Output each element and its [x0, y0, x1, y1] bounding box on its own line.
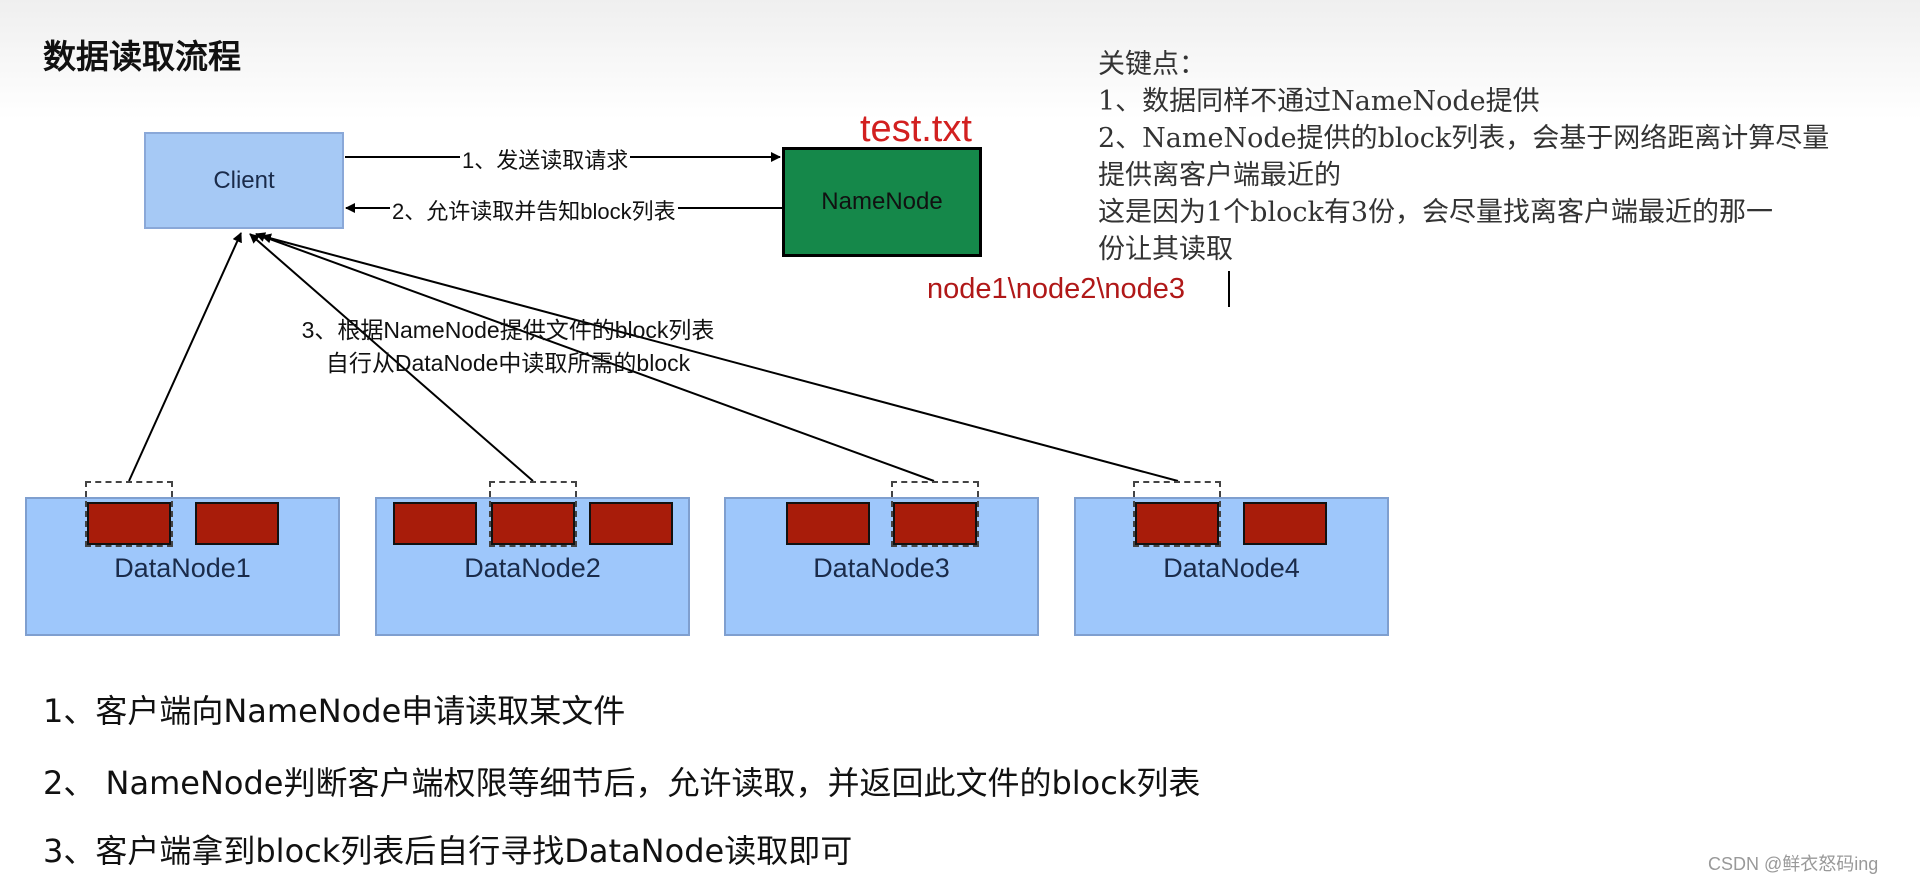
selected-block-outline [85, 481, 173, 547]
datanode1-box [25, 497, 340, 636]
arrow3-label-line1: 3、根据NameNode提供文件的block列表 [301, 317, 715, 343]
datanode3-label: DataNode3 [813, 553, 950, 583]
step-1: 1、客户端向NameNode申请读取某文件 [43, 692, 626, 730]
namenode-box: NameNode [782, 147, 982, 257]
key-point-line: 这是因为1个block有3份，会尽量找离客户端最近的那一 [1098, 197, 1774, 228]
block [786, 502, 870, 545]
arrow-datanode4 [261, 233, 1179, 482]
client-box: Client [144, 132, 344, 229]
block [1135, 502, 1219, 545]
key-point-line: 1、数据同样不通过NameNode提供 [1098, 86, 1540, 117]
block [195, 502, 279, 545]
page-title: 数据读取流程 [43, 37, 241, 76]
arrow-datanode3 [255, 232, 935, 482]
selected-block-outline [1133, 481, 1221, 547]
datanode3-box [724, 497, 1039, 636]
datanode4-box [1074, 497, 1389, 636]
selected-block-outline [489, 481, 577, 547]
datanode2-label: DataNode2 [464, 553, 601, 583]
arrow-datanode1 [128, 232, 242, 482]
text-cursor [1228, 271, 1230, 307]
key-points-heading: 关键点： [1098, 49, 1206, 80]
nodes-annotation: node1\node2\node3 [927, 273, 1186, 305]
arrow3-label: 3、根据NameNode提供文件的block列表 自行从DataNode中读取所… [268, 314, 748, 380]
watermark: CSDN @鲜衣怒码ing [1708, 854, 1879, 874]
arrow2-label: 2、允许读取并告知block列表 [390, 194, 678, 226]
arrow3-label-line2: 自行从DataNode中读取所需的block [325, 350, 691, 376]
block [491, 502, 575, 545]
key-point-line: 提供离客户端最近的 [1098, 160, 1341, 191]
block [893, 502, 977, 545]
key-point-line: 份让其读取 [1098, 234, 1233, 265]
block [393, 502, 477, 545]
datanode4-label: DataNode4 [1163, 553, 1300, 583]
step-3: 3、客户端拿到block列表后自行寻找DataNode读取即可 [43, 832, 853, 870]
block [589, 502, 673, 545]
background [0, 0, 1920, 120]
block [87, 502, 171, 545]
arrow-datanode2 [249, 233, 534, 482]
key-points: 关键点： 1、数据同样不通过NameNode提供 2、NameNode提供的bl… [1098, 46, 1829, 268]
block [1243, 502, 1327, 545]
datanode1-label: DataNode1 [114, 553, 251, 583]
selected-block-outline [891, 481, 979, 547]
arrow1-label: 1、发送读取请求 [460, 143, 631, 175]
key-point-line: 2、NameNode提供的block列表，会基于网络距离计算尽量 [1098, 123, 1830, 154]
step-2: 2、 NameNode判断客户端权限等细节后，允许读取，并返回此文件的block… [43, 764, 1201, 802]
file-annotation: test.txt [860, 108, 972, 150]
